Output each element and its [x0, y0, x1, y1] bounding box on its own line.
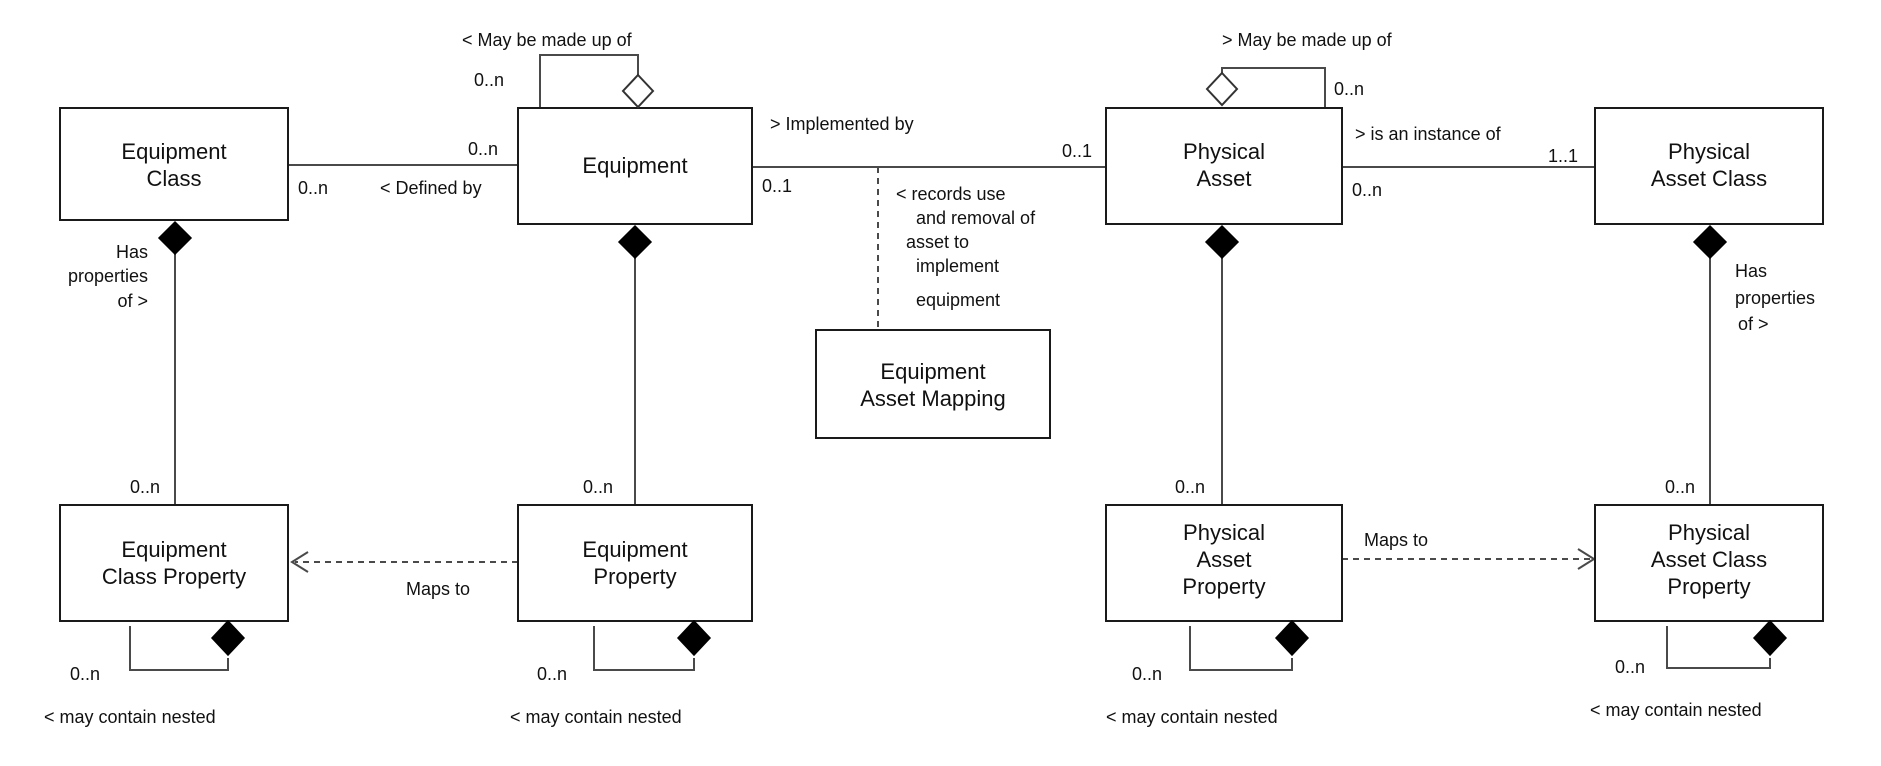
equipment-asset-mapping-name: Equipment	[880, 359, 985, 384]
pa-maps-to-label: Maps to	[1364, 530, 1428, 550]
physical-asset-name: Physical	[1183, 139, 1265, 164]
ec-has-properties-label: Has	[116, 242, 148, 262]
equipment-aggregation-diamond	[621, 73, 655, 109]
equipment-asset-mapping-name: Asset Mapping	[860, 386, 1006, 411]
physical-asset-class-name: Asset Class	[1651, 166, 1767, 191]
pap-nested-loop	[1189, 626, 1293, 671]
ep-multiplicity: 0..n	[583, 477, 613, 497]
physical-asset-class-property-name: Property	[1667, 574, 1750, 599]
instance-of-class-multiplicity: 1..1	[1548, 146, 1578, 166]
ecp-nested-label: < may contain nested	[44, 707, 216, 727]
ec-composition-diamond	[157, 220, 193, 256]
equipment-made-up-of-multiplicity: 0..n	[474, 70, 504, 90]
physical-asset-class-property-name: Physical	[1668, 520, 1750, 545]
physical-asset-property-name: Physical	[1183, 520, 1265, 545]
ep-nested-loop	[593, 626, 695, 671]
physical-asset-made-up-of-multiplicity: 0..n	[1334, 79, 1364, 99]
pap-nested-multiplicity: 0..n	[1132, 664, 1162, 684]
equipment-property-box[interactable]: Equipment Property	[517, 504, 753, 622]
ecp-nested-multiplicity: 0..n	[70, 664, 100, 684]
implemented-by-asset-multiplicity: 0..1	[1062, 141, 1092, 161]
ep-nested-diamond	[676, 619, 712, 657]
instance-of-asset-multiplicity: 0..n	[1352, 180, 1382, 200]
pacp-nested-loop	[1666, 626, 1771, 669]
records-use-label: asset to	[906, 232, 969, 252]
records-use-label: implement	[916, 256, 999, 276]
equipment-class-name: Equipment	[121, 139, 226, 164]
pap-multiplicity: 0..n	[1175, 477, 1205, 497]
eq-maps-to-label: Maps to	[406, 579, 470, 599]
equipment-class-property-name: Equipment	[121, 537, 226, 562]
equipment-property-name: Equipment	[582, 537, 687, 562]
defined-by-equipment-multiplicity: 0..n	[468, 139, 498, 159]
records-use-label: < records use	[896, 184, 1006, 204]
physical-asset-class-property-name: Asset Class	[1651, 547, 1767, 572]
pa-composition-diamond	[1204, 224, 1240, 260]
equipment-made-up-of-label: < May be made up of	[462, 30, 633, 50]
equipment-asset-mapping-box[interactable]: Equipment Asset Mapping	[815, 329, 1051, 439]
eq-maps-to-arrowhead	[290, 551, 309, 573]
records-use-label: and removal of	[916, 208, 1036, 228]
pac-has-properties-label: properties	[1735, 288, 1815, 308]
pac-composition-diamond	[1692, 224, 1728, 260]
physical-asset-class-name: Physical	[1668, 139, 1750, 164]
defined-by-class-multiplicity: 0..n	[298, 178, 328, 198]
equipment-property-name: Property	[593, 564, 676, 589]
implemented-by-equipment-multiplicity: 0..1	[762, 176, 792, 196]
equipment-box[interactable]: Equipment	[517, 107, 753, 225]
pap-nested-diamond	[1274, 619, 1310, 657]
physical-asset-name: Asset	[1196, 166, 1251, 191]
ep-nested-label: < may contain nested	[510, 707, 682, 727]
instance-of-label: > is an instance of	[1355, 124, 1502, 144]
physical-asset-made-up-of-loop	[1221, 67, 1326, 108]
equipment-made-up-of-loop	[539, 54, 639, 108]
equipment-class-property-name: Class Property	[102, 564, 246, 589]
equipment-name: Equipment	[582, 153, 687, 178]
physical-asset-class-box[interactable]: Physical Asset Class	[1594, 107, 1824, 225]
pac-has-properties-label: Has	[1735, 261, 1767, 281]
equipment-class-box[interactable]: Equipment Class	[59, 107, 289, 221]
physical-asset-property-name: Property	[1182, 574, 1265, 599]
physical-asset-property-name: Asset	[1196, 547, 1251, 572]
pac-has-properties-label: of >	[1738, 314, 1769, 334]
defined-by-label: < Defined by	[380, 178, 482, 198]
ecp-nested-diamond	[210, 619, 246, 657]
implemented-by-label: > Implemented by	[770, 114, 914, 134]
pacp-nested-multiplicity: 0..n	[1615, 657, 1645, 677]
eq-composition-diamond	[617, 224, 653, 260]
ec-has-properties-label: of >	[117, 291, 148, 311]
ecp-nested-loop	[129, 626, 229, 671]
physical-asset-box[interactable]: Physical Asset	[1105, 107, 1343, 225]
ec-properties-multiplicity: 0..n	[130, 477, 160, 497]
equipment-class-name: Class	[146, 166, 201, 191]
ep-nested-multiplicity: 0..n	[537, 664, 567, 684]
pacp-nested-label: < may contain nested	[1590, 700, 1762, 720]
physical-asset-aggregation-diamond	[1205, 71, 1239, 107]
pap-nested-label: < may contain nested	[1106, 707, 1278, 727]
ec-has-properties-label: properties	[68, 266, 148, 286]
pacp-multiplicity: 0..n	[1665, 477, 1695, 497]
physical-asset-class-property-box[interactable]: Physical Asset Class Property	[1594, 504, 1824, 622]
physical-asset-made-up-of-label: > May be made up of	[1222, 30, 1393, 50]
records-use-label: equipment	[916, 290, 1000, 310]
physical-asset-property-box[interactable]: Physical Asset Property	[1105, 504, 1343, 622]
equipment-class-property-box[interactable]: Equipment Class Property	[59, 504, 289, 622]
pacp-nested-diamond	[1752, 619, 1788, 657]
